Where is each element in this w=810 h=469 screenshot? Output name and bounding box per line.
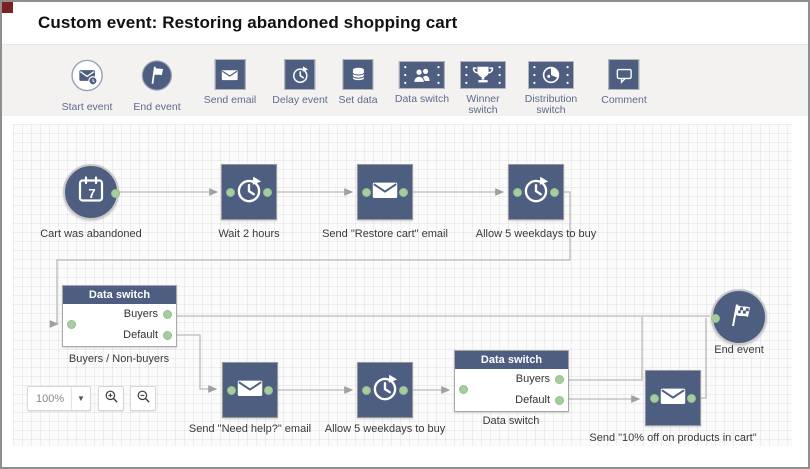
toolbar-item-label: Set data bbox=[338, 94, 378, 106]
zoom-control: 100% ▼ bbox=[27, 386, 156, 411]
page-title: Custom event: Restoring abandoned shoppi… bbox=[38, 13, 458, 32]
delay-event-icon bbox=[284, 59, 316, 90]
zoom-in-button[interactable] bbox=[98, 386, 124, 411]
node-label: Allow 5 weekdays to buy bbox=[324, 423, 446, 435]
toolbar-item-delay-event[interactable]: Delay event bbox=[272, 59, 328, 106]
node-end-event[interactable] bbox=[711, 289, 767, 345]
start-event-icon bbox=[71, 59, 104, 97]
node-label: End event bbox=[714, 344, 764, 356]
input-port[interactable] bbox=[459, 385, 468, 394]
zoom-out-button[interactable] bbox=[130, 386, 156, 411]
output-port[interactable] bbox=[550, 188, 559, 197]
switch-output-buyers: Buyers bbox=[63, 304, 176, 325]
data-switch-icon bbox=[399, 61, 445, 89]
toolbar-item-label: Data switch bbox=[394, 93, 450, 105]
output-port[interactable] bbox=[163, 310, 172, 319]
toolbar-item-label: Distribution switch bbox=[524, 93, 578, 116]
switch-output-label: Default bbox=[123, 329, 158, 341]
delay-clock-icon bbox=[519, 173, 553, 212]
switch-output-buyers: Buyers bbox=[455, 369, 568, 390]
toolbar-item-comment[interactable]: Comment bbox=[601, 59, 647, 106]
switch-output-label: Buyers bbox=[123, 308, 158, 320]
node-label: Send "Restore cart" email bbox=[322, 228, 448, 240]
winner-switch-icon bbox=[460, 61, 506, 89]
comment-icon bbox=[608, 59, 640, 90]
input-port[interactable] bbox=[650, 394, 659, 403]
node-label: Allow 5 weekdays to buy bbox=[475, 228, 597, 240]
end-event-icon bbox=[140, 59, 173, 97]
switch-output-label: Default bbox=[515, 394, 550, 406]
toolbar-item-end-event[interactable]: End event bbox=[133, 59, 181, 113]
delay-clock-icon bbox=[368, 371, 402, 410]
flow-canvas[interactable]: 7 Cart was abandoned Wait 2 hours bbox=[2, 116, 808, 467]
node-start-event[interactable]: 7 bbox=[63, 164, 120, 220]
toolbar-item-data-switch[interactable]: Data switch bbox=[395, 59, 449, 105]
input-port[interactable] bbox=[711, 314, 720, 323]
toolbar-palette: Start event End event bbox=[2, 45, 808, 116]
node-allow-5-weekdays-top[interactable] bbox=[508, 164, 564, 220]
node-data-switch-1[interactable]: Data switch Buyers Default bbox=[62, 285, 177, 347]
delay-clock-icon bbox=[232, 173, 266, 212]
toolbar-item-label: End event bbox=[133, 101, 181, 113]
switch-output-default: Default bbox=[63, 325, 176, 346]
node-label: Wait 2 hours bbox=[218, 228, 280, 240]
output-port[interactable] bbox=[555, 396, 564, 405]
node-data-switch-2[interactable]: Data switch Buyers Default bbox=[454, 350, 569, 412]
node-label: Data switch bbox=[482, 415, 540, 427]
output-port[interactable] bbox=[555, 375, 564, 384]
zoom-level-dropdown[interactable]: 100% ▼ bbox=[27, 386, 91, 411]
envelope-icon bbox=[233, 371, 267, 410]
node-label: Buyers / Non-buyers bbox=[68, 353, 170, 365]
set-data-icon bbox=[342, 59, 374, 90]
svg-text:7: 7 bbox=[88, 186, 95, 201]
output-port[interactable] bbox=[687, 394, 696, 403]
toolbar-item-winner-switch[interactable]: Winner switch bbox=[459, 59, 507, 116]
chevron-down-icon: ▼ bbox=[71, 387, 90, 410]
toolbar-item-label: Winner switch bbox=[466, 93, 500, 116]
zoom-out-icon bbox=[136, 389, 151, 409]
output-port[interactable] bbox=[399, 386, 408, 395]
output-port[interactable] bbox=[263, 188, 272, 197]
input-port[interactable] bbox=[513, 188, 522, 197]
input-port[interactable] bbox=[226, 188, 235, 197]
node-send-restore-cart-email[interactable] bbox=[357, 164, 413, 220]
toolbar-item-label: Start event bbox=[61, 101, 113, 113]
zoom-level-value: 100% bbox=[36, 392, 65, 405]
switch-output-default: Default bbox=[455, 390, 568, 411]
toolbar-item-start-event[interactable]: Start event bbox=[61, 59, 113, 113]
toolbar-item-set-data[interactable]: Set data bbox=[338, 59, 378, 106]
switch-header: Data switch bbox=[63, 286, 176, 304]
node-label: Send "10% off on products in cart" bbox=[589, 432, 757, 444]
output-port[interactable] bbox=[264, 386, 273, 395]
switch-header: Data switch bbox=[455, 351, 568, 369]
output-port[interactable] bbox=[111, 189, 120, 198]
corner-marker bbox=[2, 2, 13, 13]
input-port[interactable] bbox=[362, 188, 371, 197]
calendar-icon: 7 bbox=[75, 174, 107, 211]
node-label: Cart was abandoned bbox=[40, 228, 142, 240]
title-bar: Custom event: Restoring abandoned shoppi… bbox=[2, 2, 808, 45]
toolbar-item-label: Send email bbox=[203, 94, 257, 106]
send-email-icon bbox=[214, 59, 246, 90]
output-port[interactable] bbox=[399, 188, 408, 197]
node-send-need-help-email[interactable] bbox=[222, 362, 278, 418]
distribution-switch-icon bbox=[528, 61, 574, 89]
toolbar-item-distribution-switch[interactable]: Distribution switch bbox=[515, 59, 587, 116]
input-port[interactable] bbox=[67, 320, 76, 329]
toolbar-item-send-email[interactable]: Send email bbox=[203, 59, 257, 106]
toolbar-item-label: Delay event bbox=[272, 94, 328, 106]
node-label: Send "Need help?" email bbox=[188, 423, 312, 435]
envelope-icon bbox=[368, 173, 402, 212]
checkered-flag-icon bbox=[723, 299, 755, 336]
toolbar-item-label: Comment bbox=[601, 94, 647, 106]
input-port[interactable] bbox=[227, 386, 236, 395]
envelope-icon bbox=[656, 379, 690, 418]
node-allow-5-weekdays-bottom[interactable] bbox=[357, 362, 413, 418]
input-port[interactable] bbox=[362, 386, 371, 395]
output-port[interactable] bbox=[163, 331, 172, 340]
node-wait-2-hours[interactable] bbox=[221, 164, 277, 220]
node-send-discount-email[interactable] bbox=[645, 370, 701, 426]
zoom-in-icon bbox=[104, 389, 119, 409]
switch-output-label: Buyers bbox=[515, 373, 550, 385]
